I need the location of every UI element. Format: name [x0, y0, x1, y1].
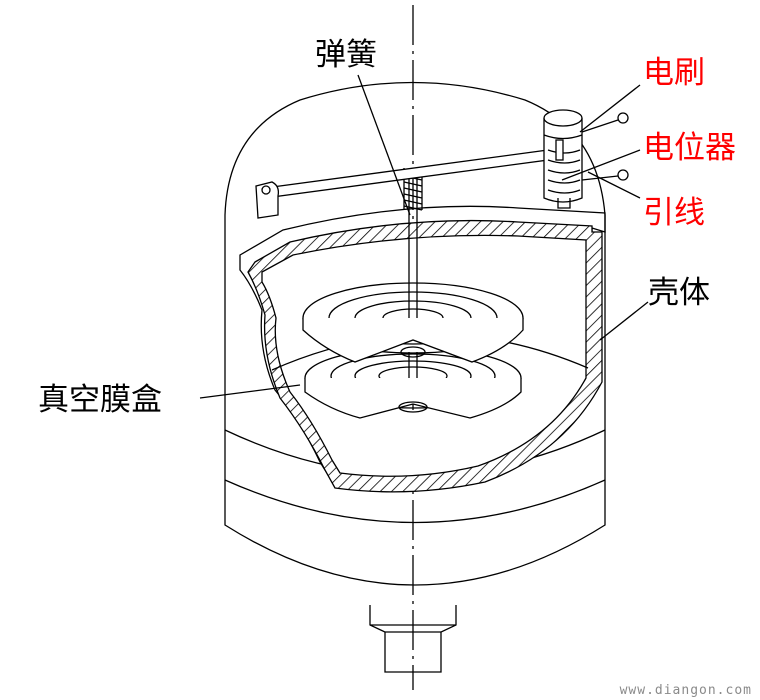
potentiometer: [543, 109, 583, 209]
terminals: [581, 112, 629, 181]
watermark: www.diangon.com: [619, 683, 752, 698]
bottom-stem: [369, 605, 457, 673]
potentiometer-label: 电位器: [643, 130, 736, 166]
upper-diaphragm: [302, 282, 524, 363]
brush-label: 电刷: [643, 55, 705, 91]
push-rod: [408, 175, 418, 378]
vacuum-capsule-label: 真空膜盒: [38, 382, 162, 418]
lead-wire-label: 引线: [643, 195, 705, 231]
spring-label: 弹簧: [315, 37, 377, 73]
leader-lines: [199, 74, 649, 399]
lower-diaphragm: [304, 347, 522, 419]
housing-label: 壳体: [648, 275, 710, 311]
